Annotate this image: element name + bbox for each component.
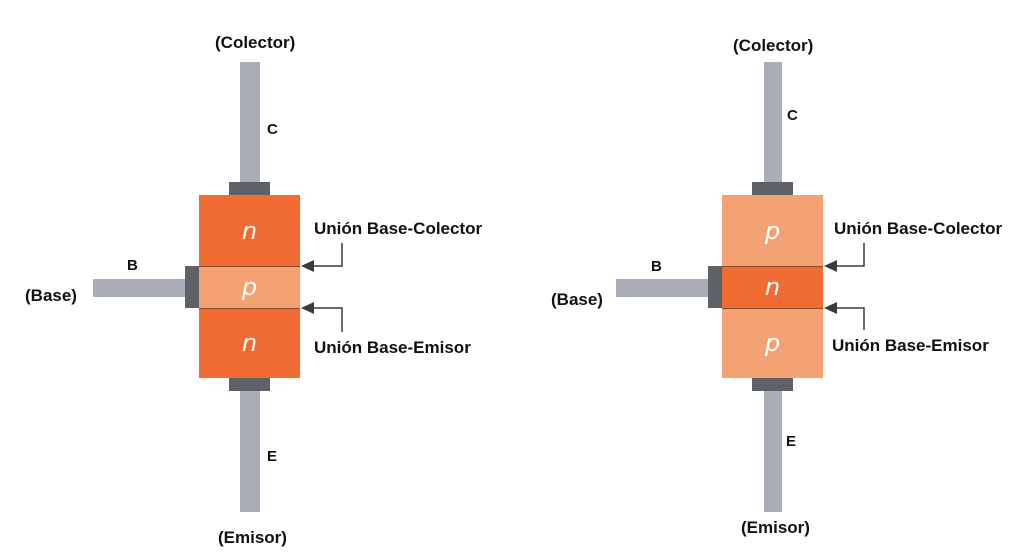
- bc-junction-label: Unión Base-Colector: [314, 219, 483, 238]
- collector-terminal: C: [267, 121, 278, 138]
- collector-terminal: C: [787, 107, 798, 124]
- emitter-terminal: E: [267, 448, 278, 465]
- bc-arrow-line: [836, 243, 865, 267]
- layer-label: p: [241, 273, 258, 301]
- collector-lead: [240, 62, 260, 182]
- arrowhead-icon: [824, 260, 837, 272]
- layer-label: n: [241, 329, 258, 357]
- layer-label: p: [764, 329, 781, 357]
- be-arrow-line: [312, 307, 343, 332]
- base-terminal: B: [651, 258, 662, 275]
- layer-label: n: [764, 273, 781, 301]
- emitter-lead: [764, 391, 782, 512]
- be-junction-label: Unión Base-Emisor: [314, 338, 471, 357]
- base-contact: [185, 266, 199, 308]
- emitter-region: p: [722, 308, 823, 378]
- emitter-label: (Emisor): [741, 518, 810, 537]
- layer-label: n: [241, 216, 258, 245]
- be-junction-label: Unión Base-Emisor: [832, 336, 989, 355]
- bc-arrow-line: [312, 243, 343, 267]
- base-lead: [616, 279, 708, 297]
- collector-contact: [752, 182, 793, 195]
- bc-junction-label: Unión Base-Colector: [834, 219, 1003, 238]
- be-junction-line: [722, 308, 823, 309]
- emitter-contact: [229, 378, 270, 391]
- emitter-contact: [752, 378, 793, 391]
- collector-lead: [764, 62, 782, 182]
- emitter-region: n: [199, 308, 300, 378]
- collector-region: n: [199, 195, 300, 266]
- emitter-terminal: E: [786, 433, 797, 450]
- arrowhead-icon: [301, 260, 314, 272]
- base-contact: [708, 266, 722, 308]
- layer-label: p: [764, 216, 781, 245]
- emitter-label: (Emisor): [218, 528, 287, 547]
- collector-region: p: [722, 195, 823, 266]
- base-region: n: [722, 266, 823, 308]
- collector-label: (Colector): [733, 36, 814, 55]
- base-region: p: [199, 266, 300, 308]
- emitter-lead: [240, 391, 260, 512]
- be-junction-line: [199, 308, 300, 309]
- base-label: (Base): [25, 286, 77, 305]
- bc-junction-line: [722, 266, 823, 267]
- bc-junction-line: [199, 266, 300, 267]
- arrowhead-icon: [824, 302, 837, 314]
- be-arrow-line: [836, 307, 865, 330]
- collector-contact: [229, 182, 270, 195]
- base-lead: [93, 279, 185, 297]
- base-terminal: B: [127, 257, 138, 274]
- collector-label: (Colector): [215, 33, 296, 52]
- base-label: (Base): [551, 290, 603, 309]
- arrowhead-icon: [301, 302, 314, 314]
